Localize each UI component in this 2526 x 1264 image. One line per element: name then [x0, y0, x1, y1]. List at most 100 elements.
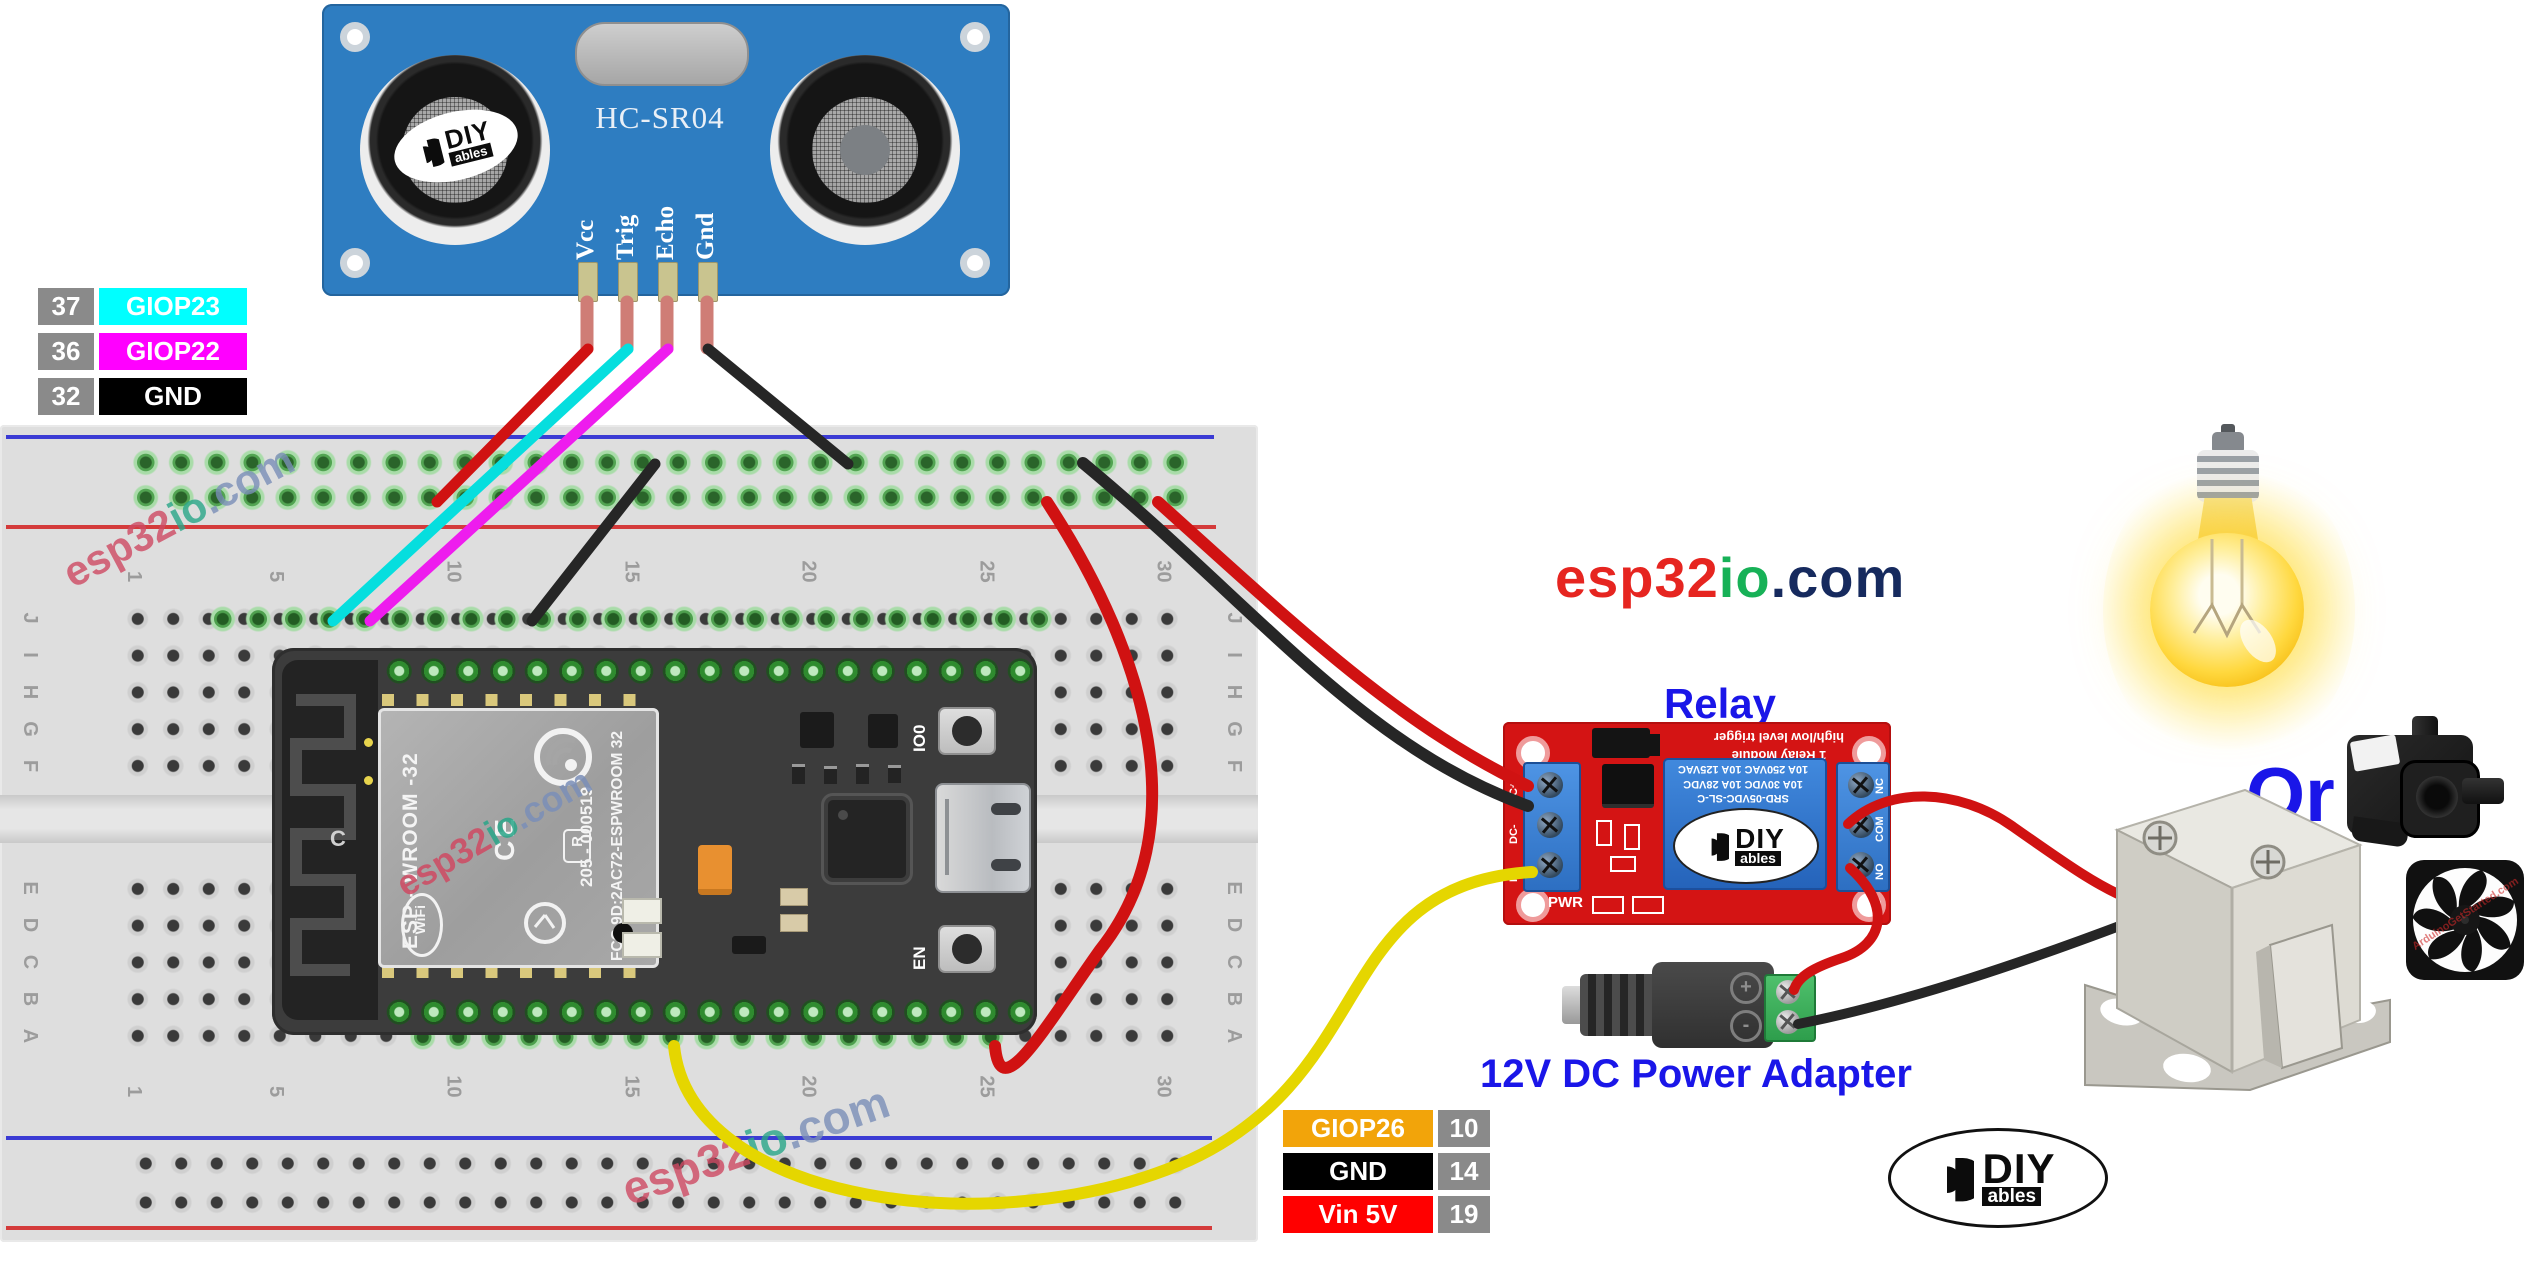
espressif-logo — [534, 728, 592, 786]
sensor-model-label: HC-SR04 — [595, 100, 725, 135]
relay-jumper — [1592, 728, 1650, 758]
sensor-crystal — [575, 22, 749, 86]
fan-blades — [2413, 870, 2514, 972]
antenna-trace — [290, 694, 356, 976]
r-mark-box: R — [563, 829, 591, 863]
component-diode — [732, 936, 766, 954]
plus-mark: + — [1730, 972, 1762, 1004]
top-rail-holes — [128, 445, 1194, 515]
transducer-core — [840, 125, 890, 175]
top-label-row-giop22: 36 GIOP22 — [38, 333, 247, 370]
diyables-logo-relay: DIY ables — [1673, 808, 1819, 884]
bottom-label-row-gnd: GND 14 — [1283, 1153, 1490, 1190]
esp32-antenna — [282, 660, 378, 1020]
component-capacitor — [780, 888, 808, 906]
barrel-jack-tip — [1562, 986, 1584, 1024]
component-chip — [828, 800, 906, 878]
top-label-row-gnd: 32 GND — [38, 378, 247, 415]
relay-resistor — [1632, 896, 1664, 914]
terminal-screw — [1537, 812, 1563, 838]
bulb-screw-base — [2197, 450, 2259, 502]
top-rail-blue-line — [6, 435, 1214, 439]
pin-number-badge: 10 — [1438, 1110, 1490, 1147]
wire-rail-to-relay-red — [1152, 496, 1534, 792]
site-logo: esp32io.com — [1555, 545, 1905, 610]
esp32-top-pins — [382, 652, 1042, 690]
component-capacitor — [622, 932, 662, 958]
mounting-hole — [960, 248, 990, 278]
signal-badge-giop23: GIOP23 — [99, 288, 247, 325]
esp32-bottom-pins — [382, 993, 1042, 1031]
component-capacitor-orange — [698, 845, 732, 895]
wire-rail-to-esp-gnd — [526, 458, 661, 627]
wire-vin-red — [989, 496, 1159, 1074]
wire-gnd-black — [702, 343, 854, 470]
mounting-hole — [340, 248, 370, 278]
pump-inlet — [2416, 776, 2458, 818]
relay-resistor — [1610, 856, 1636, 872]
wire-relay-no-to-adapter — [1789, 863, 1883, 995]
board-pad — [364, 776, 373, 785]
bottom-rail-blue-line — [6, 1136, 1212, 1140]
terminal-screw — [1537, 852, 1563, 878]
relay-resistor — [1592, 896, 1624, 914]
bottom-label-row-vin: Vin 5V 19 — [1283, 1196, 1490, 1233]
relay-resistor — [1596, 820, 1612, 846]
cooling-fan: ArduinoGetStarted.com — [2406, 860, 2524, 980]
minus-text: - — [1742, 1014, 1750, 1036]
shield-pads-bottom — [382, 966, 652, 978]
relay-cube: SRD-05VDC-SL-C 10A 30VDC 10A 28VDC 10A 2… — [1663, 758, 1827, 890]
relay-optocoupler — [1602, 764, 1654, 808]
relay-pwr-label: PWR — [1548, 894, 1583, 911]
component-capacitor — [622, 898, 662, 924]
io0-button — [938, 707, 996, 755]
bulb-filament — [2192, 539, 2276, 663]
ables-text: ables — [1982, 1187, 2042, 1207]
adapter-label: 12V DC Power Adapter — [1480, 1052, 1912, 1096]
component-resistor — [888, 765, 901, 783]
wifi-logo: WiFi — [401, 893, 443, 957]
antenna-c-label: C — [330, 826, 346, 851]
component-transistor — [868, 714, 898, 748]
usb-slot — [991, 803, 1021, 815]
wire-rail-to-relay-black — [1077, 457, 1534, 812]
diy-text: DIY — [1735, 823, 1785, 855]
top-label-row-giop23: 37 GIOP23 — [38, 288, 247, 325]
bulb-cap — [2212, 432, 2244, 454]
adapter-terminal-block — [1764, 974, 1816, 1042]
wire-adapter-to-solenoid-black — [1793, 917, 2135, 1029]
logo-esp32: esp32 — [1555, 546, 1719, 609]
component-resistor — [792, 764, 805, 784]
barrel-jack-body: + - — [1652, 962, 1774, 1048]
sensor-pin-stubs — [580, 295, 714, 355]
mounting-hole — [340, 22, 370, 52]
shield-pads-top — [382, 694, 652, 706]
terminal-screw — [1537, 772, 1563, 798]
signal-badge-gnd: GND — [99, 378, 247, 415]
en-button — [938, 925, 996, 973]
micro-usb-port — [935, 783, 1031, 893]
solenoid-lock — [2084, 788, 2391, 1092]
button-cap — [952, 934, 982, 964]
esp32-devkit-board: C ESP - WROOM -32 CE 205 - 000519 R FCC … — [272, 648, 1042, 1035]
pump-nozzle — [2462, 778, 2504, 804]
diy-text: DIY — [1982, 1144, 2056, 1192]
logo-io: io — [1718, 546, 1771, 609]
usb-seam — [945, 799, 949, 875]
pin-number-badge: 37 — [38, 288, 94, 325]
relay-title: Relay — [1663, 680, 1777, 727]
pin-number-badge: 14 — [1438, 1153, 1490, 1190]
button-cap — [952, 716, 982, 746]
signal-badge-gnd: GND — [1283, 1153, 1433, 1190]
recycle-icon — [524, 902, 566, 944]
esp32-wroom-shield: ESP - WROOM -32 CE 205 - 000519 R FCC 9D… — [378, 708, 659, 968]
terminal-screw — [1848, 772, 1874, 798]
component-capacitor — [780, 914, 808, 932]
chip-dot — [838, 810, 848, 820]
wire-echo-magenta — [364, 343, 674, 627]
bottom-label-row-giop26: GIOP26 10 — [1283, 1110, 1490, 1147]
diyables-glyph-icon — [1711, 833, 1730, 861]
signal-badge-giop26: GIOP26 — [1283, 1110, 1433, 1147]
